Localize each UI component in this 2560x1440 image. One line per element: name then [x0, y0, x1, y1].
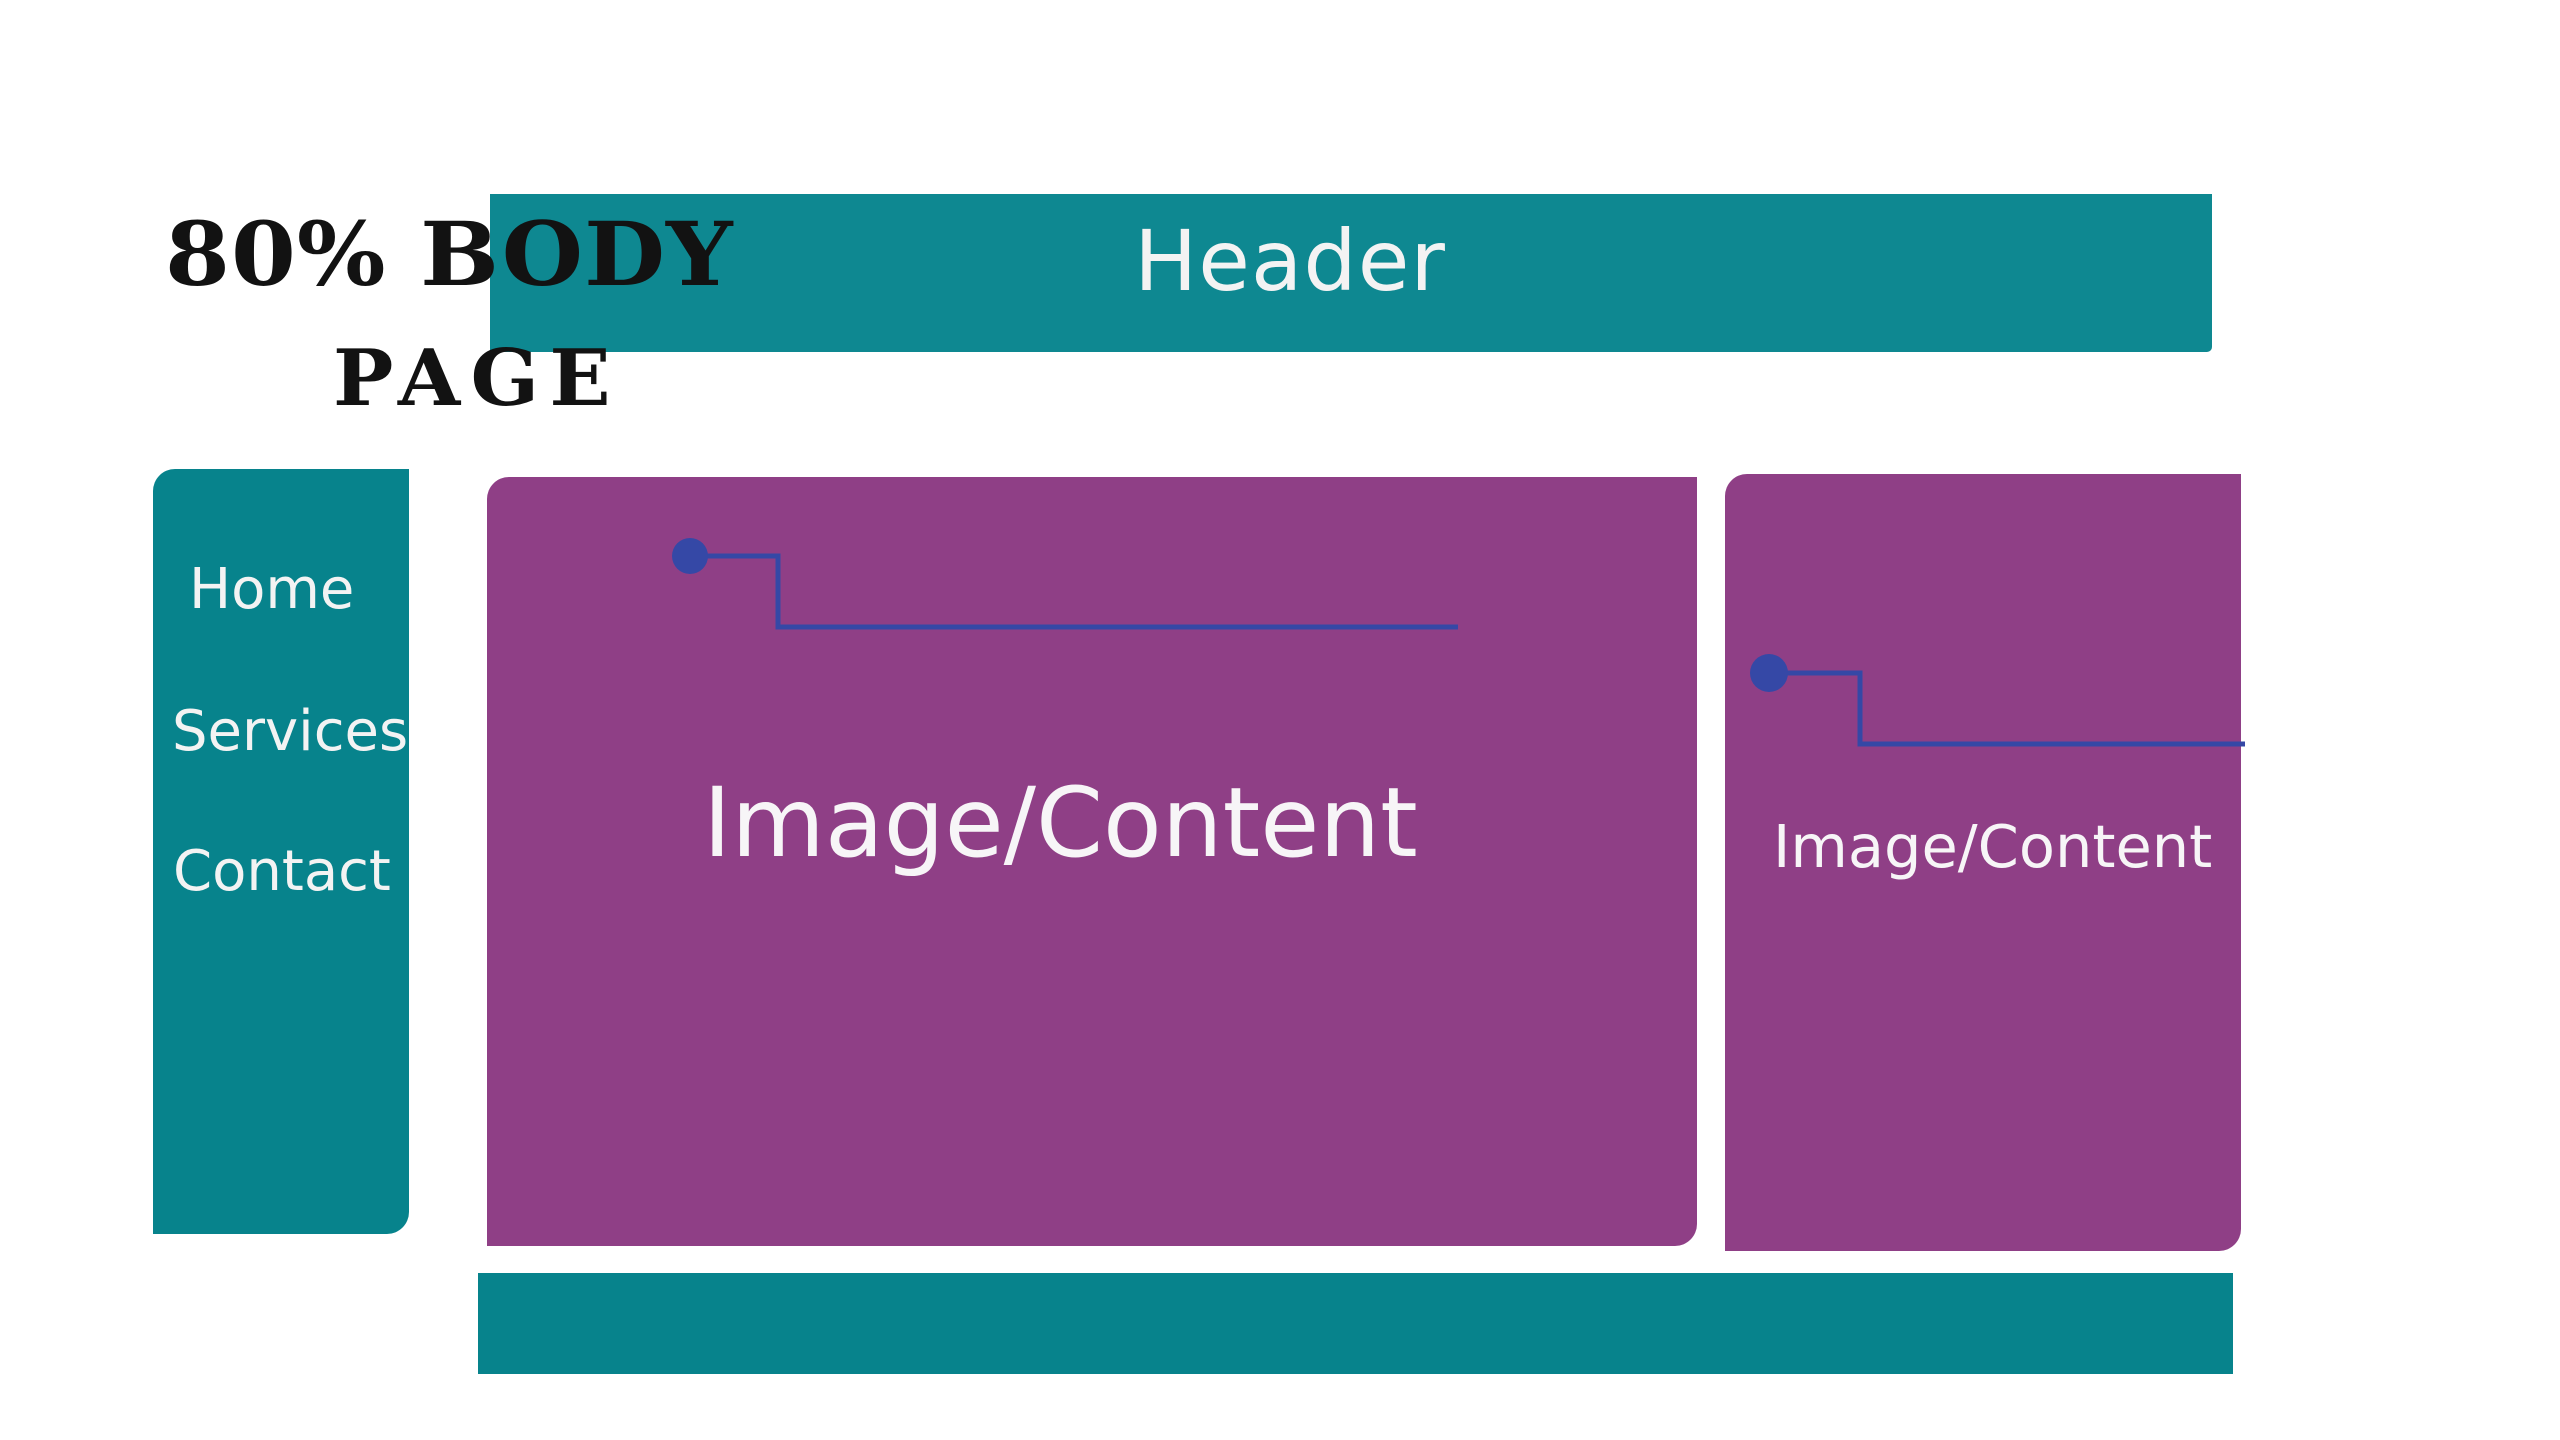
header-bar: Header	[490, 194, 2212, 352]
main-content-block: Image/Content	[487, 477, 1697, 1246]
header-title: Header	[1134, 212, 1446, 310]
sidebar-item-services[interactable]: Services	[172, 699, 409, 764]
main-content-label: Image/Content	[703, 767, 1418, 879]
body-width-annotation: 80% BODY PAGE	[160, 202, 880, 442]
side-content-label: Image/Content	[1773, 812, 2213, 881]
sidebar-item-home[interactable]: Home	[189, 557, 355, 622]
annotation-line-2: PAGE	[333, 333, 621, 424]
annotation-line-1: 80% BODY	[165, 202, 734, 306]
side-content-block: Image/Content	[1725, 474, 2241, 1251]
sidebar-item-contact[interactable]: Contact	[173, 839, 391, 904]
sidebar-nav: Home Services Contact	[153, 469, 409, 1234]
footer-bar	[478, 1273, 2233, 1374]
